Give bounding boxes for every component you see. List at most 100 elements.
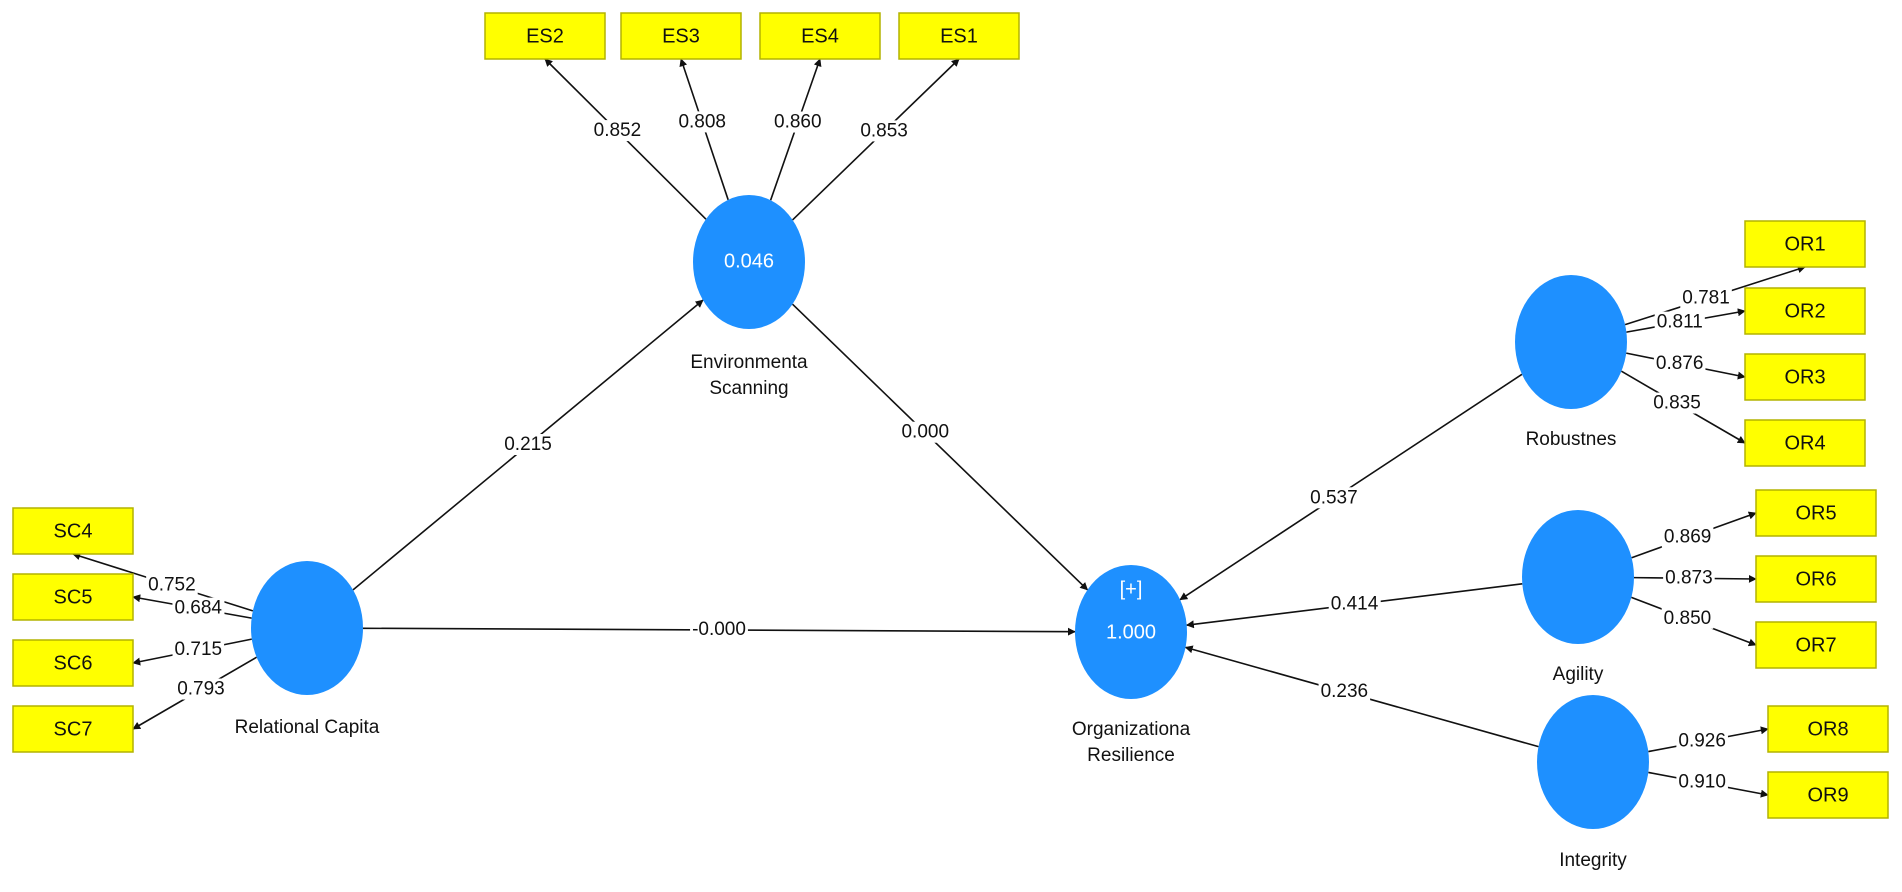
latent-relational-capital[interactable]: Relational Capita bbox=[235, 561, 380, 738]
loading-label-or1-text: 0.781 bbox=[1682, 288, 1730, 309]
latent-label-line: Scanning bbox=[709, 378, 788, 399]
latent-ellipse bbox=[251, 561, 363, 695]
indicator-or8[interactable]: OR8 bbox=[1767, 705, 1889, 753]
latent-ellipse bbox=[1537, 695, 1649, 829]
loading-label-sc7: 0.793 bbox=[175, 678, 227, 700]
loading-label-es4-bg bbox=[772, 111, 824, 133]
indicator-or1[interactable]: OR1 bbox=[1744, 220, 1866, 268]
latent-label-line: Robustnes bbox=[1526, 429, 1617, 450]
loading-label-or4-bg bbox=[1651, 392, 1703, 414]
path-arrow-rob-to-org bbox=[1179, 373, 1523, 601]
loading-label-sc4: 0.752 bbox=[146, 574, 198, 596]
loading-label-or1-bg bbox=[1680, 287, 1732, 309]
loading-label-or7-text: 0.850 bbox=[1664, 608, 1712, 629]
indicator-es4[interactable]: ES4 bbox=[759, 12, 881, 60]
loading-label-sc6: 0.715 bbox=[172, 638, 225, 660]
indicator-box bbox=[1744, 353, 1866, 401]
loading-label-or5: 0.869 bbox=[1661, 526, 1714, 548]
indicator-or4[interactable]: OR4 bbox=[1744, 419, 1866, 467]
latent-label-line: Resilience bbox=[1087, 745, 1175, 766]
indicator-sc7[interactable]: SC7 bbox=[12, 705, 134, 753]
indicator-sc4[interactable]: SC4 bbox=[12, 507, 134, 555]
indicator-box bbox=[759, 12, 881, 60]
indicator-or2[interactable]: OR2 bbox=[1744, 287, 1866, 335]
path-coefficient-rob-to-org: 0.537 bbox=[1308, 487, 1360, 509]
indicator-box bbox=[1755, 621, 1877, 669]
indicator-label: OR5 bbox=[1795, 502, 1836, 524]
latent-robustness[interactable]: Robustnes bbox=[1515, 275, 1627, 450]
loading-label-es1-bg bbox=[858, 120, 910, 142]
loading-label-or3-bg bbox=[1653, 352, 1706, 374]
indicator-sc5[interactable]: SC5 bbox=[12, 573, 134, 621]
indicator-or5[interactable]: OR5 bbox=[1755, 489, 1877, 537]
path-coefficient-rc-to-org-bg bbox=[690, 619, 748, 641]
loading-label-or2: 0.811 bbox=[1654, 311, 1705, 333]
path-coefficient-rob-to-org-bg bbox=[1308, 487, 1360, 509]
loading-label-es1: 0.853 bbox=[858, 120, 910, 142]
indicator-label: ES4 bbox=[801, 25, 839, 47]
indicator-label: OR7 bbox=[1795, 634, 1836, 656]
path-coefficient-agi-to-org-bg bbox=[1328, 593, 1381, 615]
indicator-label: OR3 bbox=[1784, 366, 1825, 388]
indicator-label: OR2 bbox=[1784, 300, 1825, 322]
indicator-box bbox=[1744, 287, 1866, 335]
loading-label-or7: 0.850 bbox=[1661, 607, 1714, 629]
loading-label-or9-text: 0.910 bbox=[1678, 772, 1726, 793]
indicator-box bbox=[12, 705, 134, 753]
loading-label-sc5-text: 0.684 bbox=[174, 598, 222, 619]
indicator-label: SC6 bbox=[54, 652, 93, 674]
latent-integrity[interactable]: Integrity bbox=[1537, 695, 1649, 871]
indicator-or9[interactable]: OR9 bbox=[1767, 771, 1889, 819]
indicator-box bbox=[1744, 419, 1866, 467]
indicator-box bbox=[12, 639, 134, 687]
path-coefficient-int-to-org-text: 0.236 bbox=[1321, 681, 1369, 702]
indicator-label: SC4 bbox=[54, 520, 93, 542]
indicator-sc6[interactable]: SC6 bbox=[12, 639, 134, 687]
indicator-es2[interactable]: ES2 bbox=[484, 12, 606, 60]
loading-label-or1: 0.781 bbox=[1680, 287, 1732, 309]
loading-label-es2-text: 0.852 bbox=[594, 120, 642, 141]
indicator-label: OR9 bbox=[1807, 784, 1848, 806]
path-coefficient-rc-to-es-text: 0.215 bbox=[504, 434, 552, 455]
loading-label-es4: 0.860 bbox=[772, 111, 824, 133]
indicator-label: SC7 bbox=[54, 718, 93, 740]
path-coefficient-int-to-org: 0.236 bbox=[1318, 681, 1371, 703]
indicator-or7[interactable]: OR7 bbox=[1755, 621, 1877, 669]
indicator-or3[interactable]: OR3 bbox=[1744, 353, 1866, 401]
expand-marker[interactable]: [+] bbox=[1120, 578, 1143, 600]
indicator-box bbox=[12, 507, 134, 555]
latent-ellipse bbox=[1522, 510, 1634, 644]
loading-label-sc7-text: 0.793 bbox=[177, 679, 225, 700]
path-coefficient-rob-to-org-text: 0.537 bbox=[1310, 487, 1358, 508]
indicator-box bbox=[12, 573, 134, 621]
loading-label-or8-bg bbox=[1676, 730, 1728, 752]
path-coefficient-es-to-org-bg bbox=[899, 421, 952, 443]
path-coefficient-es-to-org: 0.000 bbox=[899, 421, 952, 443]
indicator-box bbox=[620, 12, 742, 60]
latent-label-line: Organizationa bbox=[1072, 719, 1191, 740]
indicator-box bbox=[1755, 555, 1877, 603]
loading-label-or3-text: 0.876 bbox=[1656, 353, 1704, 374]
latent-label-line: Agility bbox=[1553, 664, 1604, 685]
path-coefficient-rc-to-org: -0.000 bbox=[690, 619, 748, 641]
latent-ellipse bbox=[693, 195, 805, 329]
loading-label-sc4-text: 0.752 bbox=[148, 574, 196, 595]
latent-label-line: Environmenta bbox=[690, 352, 808, 373]
loading-label-sc6-text: 0.715 bbox=[175, 639, 223, 660]
loading-label-or3: 0.876 bbox=[1653, 352, 1706, 374]
loading-label-es3-text: 0.808 bbox=[678, 111, 726, 132]
indicator-es1[interactable]: ES1 bbox=[898, 12, 1020, 60]
loading-label-es2-bg bbox=[591, 120, 644, 142]
indicator-or6[interactable]: OR6 bbox=[1755, 555, 1877, 603]
latent-agility[interactable]: Agility bbox=[1522, 510, 1634, 685]
path-arrow-es-to-org bbox=[791, 303, 1089, 591]
loading-label-or9: 0.910 bbox=[1676, 771, 1728, 793]
indicator-label: SC5 bbox=[54, 586, 93, 608]
r-squared-value: 0.046 bbox=[724, 250, 774, 272]
indicator-es3[interactable]: ES3 bbox=[620, 12, 742, 60]
r-squared-value: 1.000 bbox=[1106, 621, 1156, 643]
indicator-box bbox=[898, 12, 1020, 60]
indicator-label: ES1 bbox=[940, 25, 978, 47]
